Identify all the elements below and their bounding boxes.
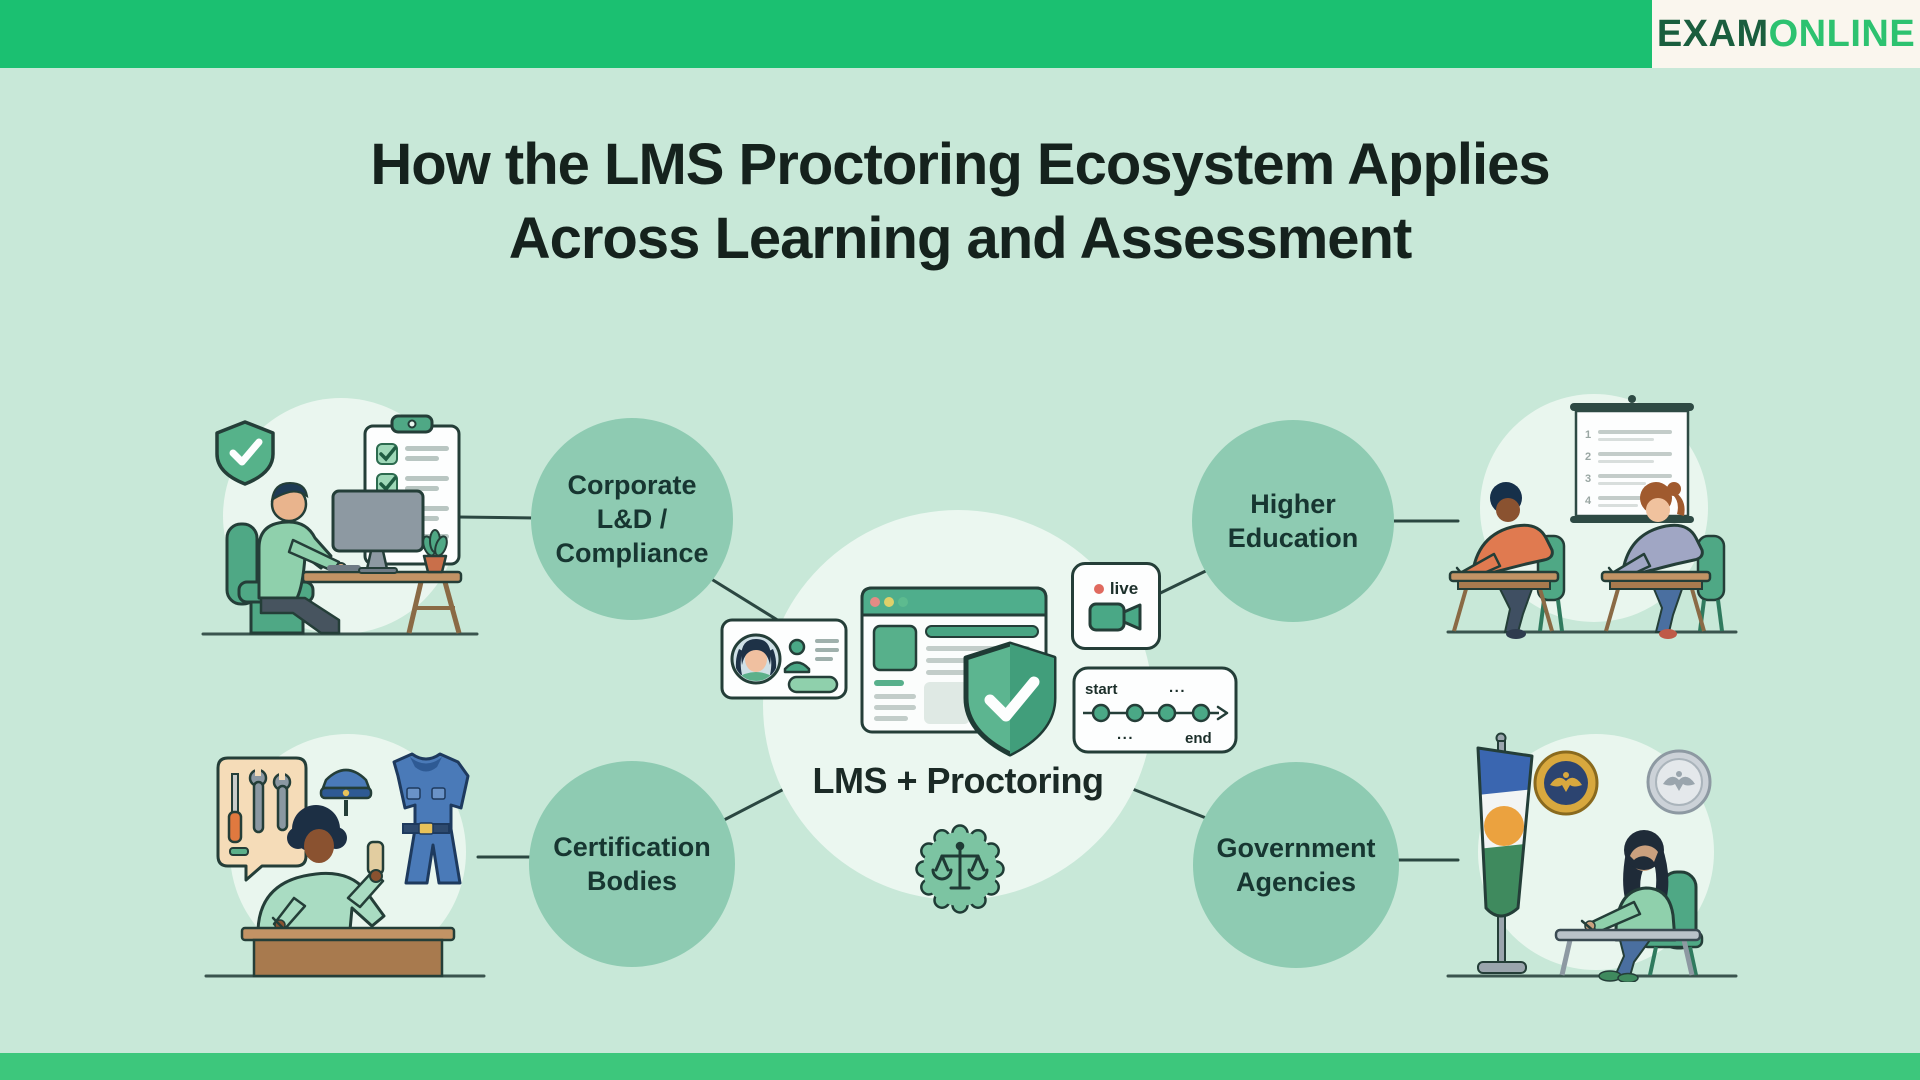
title-line-1: How the LMS Proctoring Ecosystem Applies [370, 132, 1550, 197]
node-label-line: L&D / [596, 504, 668, 534]
police-cap-icon [319, 768, 373, 816]
node-government-agencies: Government Agencies [1193, 762, 1399, 968]
table [1554, 928, 1702, 976]
top-brand-bar [0, 0, 1920, 68]
bottom-brand-bar [0, 1053, 1920, 1080]
government-seal-gold-icon [1533, 750, 1599, 816]
workflow-start-label: start [1085, 681, 1118, 698]
clerk-at-desk [1580, 830, 1677, 982]
desk [240, 926, 456, 978]
shield-check-icon [963, 641, 1057, 757]
node-higher-education: Higher Education [1192, 420, 1394, 622]
live-label: live [1109, 579, 1139, 598]
svg-text:2: 2 [1585, 451, 1591, 463]
computer-monitor-icon [331, 489, 425, 574]
live-label-row: live [1093, 579, 1139, 599]
svg-text:4: 4 [1585, 495, 1592, 507]
title-line-2: Across Learning and Assessment [508, 206, 1413, 271]
video-camera-icon [1088, 602, 1142, 632]
workflow-ellipsis-top: ... [1169, 679, 1186, 696]
recording-dot-icon [1093, 584, 1104, 594]
certification-scene-illustration [204, 734, 486, 978]
workflow-end-label: end [1185, 730, 1212, 747]
tools-board-icon [216, 756, 308, 882]
svg-text:3: 3 [1585, 473, 1591, 485]
center-hub-label: LMS + Proctoring [812, 760, 1104, 801]
node-corporate-ld-compliance: Corporate L&D / Compliance [531, 418, 733, 620]
higher-education-scene-illustration: 1 2 3 4 [1446, 394, 1738, 639]
page-title: How the LMS Proctoring Ecosystem Applies… [0, 128, 1920, 276]
node-label-line: Certification [553, 832, 711, 862]
node-label-line: Government [1216, 833, 1376, 863]
corporate-scene-illustration [201, 398, 479, 636]
id-card-icon [720, 618, 848, 700]
node-certification-bodies: Certification Bodies [529, 761, 735, 967]
node-label-line: Corporate [567, 470, 697, 500]
workflow-steps-card: start ... ... end [1072, 666, 1238, 754]
scales-badge-icon [915, 824, 1005, 914]
employee-at-computer [257, 481, 347, 635]
logo-text-online: ONLINE [1768, 12, 1916, 55]
node-label-line: Agencies [1235, 867, 1357, 897]
node-label-line: Bodies [586, 866, 678, 896]
government-seal-silver-icon [1646, 749, 1712, 815]
student-right [1600, 482, 1726, 639]
government-scene-illustration [1446, 732, 1738, 982]
candidate-at-desk [256, 805, 386, 934]
desk [301, 565, 463, 634]
shield-check-icon [215, 420, 275, 486]
node-label-line: Compliance [555, 538, 709, 568]
exam-instructions-poster: 1 2 3 4 [1570, 395, 1694, 523]
student-left [1448, 482, 1566, 639]
workflow-ellipsis-bottom: ... [1117, 726, 1134, 743]
potted-plant-icon [422, 529, 448, 574]
live-camera-badge: live [1071, 562, 1161, 650]
svg-text:1: 1 [1585, 429, 1591, 441]
uniform-icon [392, 752, 470, 885]
national-flag-icon [1476, 732, 1534, 974]
node-label-line: Higher [1250, 489, 1336, 519]
node-label-line: Education [1227, 523, 1359, 553]
logo-text-exam: EXAM [1656, 12, 1769, 55]
